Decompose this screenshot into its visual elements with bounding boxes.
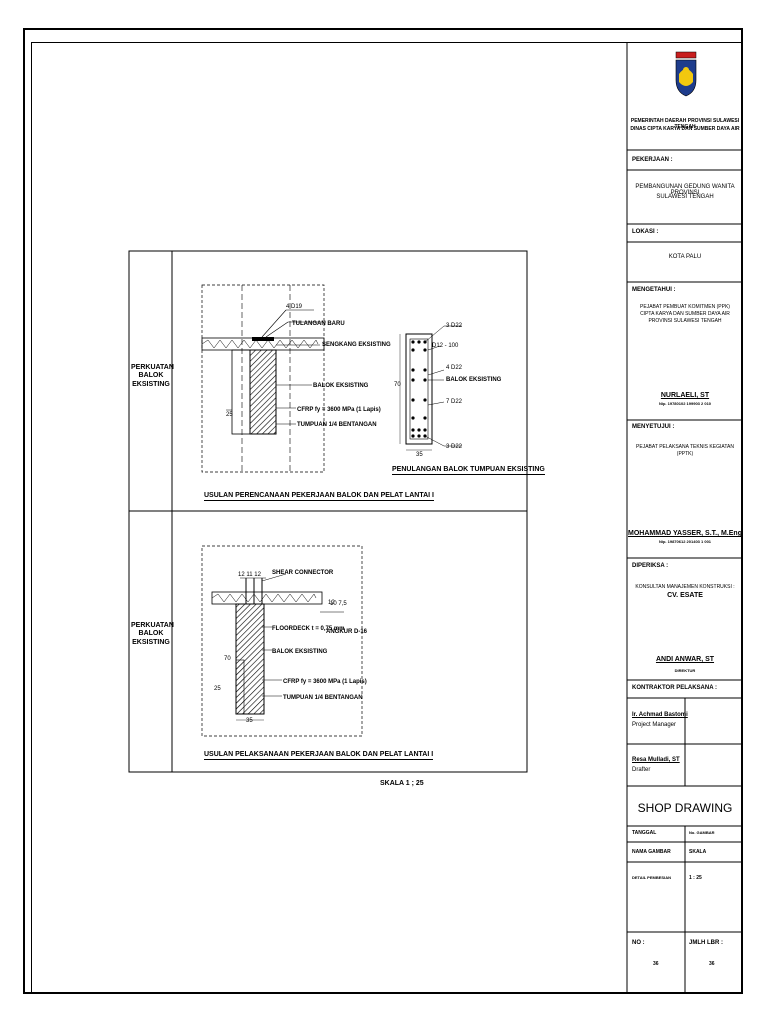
nama-gambar-value: DETAIL PEMBESIAN	[632, 875, 671, 880]
row1-side-label: PERKUATAN BALOK EKSISTING	[131, 364, 174, 389]
section-drawing	[399, 325, 462, 451]
d1-label-cfrp: CFRP fy = 3600 MPa (1 Lapis)	[297, 407, 381, 413]
sec-label-top: 3 D22	[446, 323, 463, 329]
lokasi-value: KOTA PALU	[668, 254, 702, 260]
d1-label-bars: 4 D19	[286, 304, 303, 310]
no-label: NO :	[632, 940, 645, 946]
sec-dim-35: 35	[416, 452, 423, 458]
diperiksa-line2: CV. ESATE	[667, 592, 703, 599]
org-line2: DINAS CIPTA KARYA DAN SUMBER DAYA AIR	[630, 126, 740, 132]
d2-dim-12: 12	[328, 600, 335, 606]
d1-label-newrebar: TULANGAN BARU	[292, 321, 345, 327]
mengetahui-label: MENGETAHUI :	[632, 287, 676, 293]
d2-dims-top: 12 11 12	[238, 572, 262, 578]
d2-dim-35: 35	[246, 718, 253, 724]
row2-side-label-line3: EKSISTING	[132, 638, 170, 646]
sec-label-stirrup: D12 - 100	[432, 343, 459, 349]
shop-drawing-title: SHOP DRAWING	[637, 801, 733, 815]
pekerjaan-label: PEKERJAAN :	[632, 157, 673, 163]
org-line1: PEMERINTAH DAERAH PROVINSI SULAWESI TENG…	[630, 118, 740, 130]
d2-label-shear: SHEAR CONNECTOR	[272, 570, 334, 576]
mengetahui-line3: PROVINSI SULAWESI TENGAH	[648, 318, 722, 324]
row1-side-label-line3: EKSISTING	[132, 380, 170, 388]
d1-dim-25: 25	[226, 412, 233, 418]
ppk-name: NURLAELI, ST	[660, 392, 710, 399]
scale-label: SKALA 1 ; 25	[380, 780, 424, 787]
ppk-nip: Nip. 19780102 199903 2 010	[658, 401, 712, 406]
d1-label-support: TUMPUAN 1/4 BENTANGAN	[297, 422, 377, 428]
d1-label-deck: SENGKANG EKSISTING	[322, 342, 391, 348]
d1-label-beam: BALOK EKSISTING	[313, 383, 369, 389]
menyetujui-label: MENYETUJUI :	[632, 424, 675, 430]
mk-name: ANDI ANWAR, ST	[655, 656, 715, 663]
tanggal-value: No. GAMBAR	[689, 830, 715, 835]
drafter-name: Resa Mulladi, ST	[632, 757, 680, 763]
pptk-nip: Nip. 19870612 201403 1 001	[658, 539, 712, 544]
province-logo-icon	[675, 51, 697, 97]
row2-side-label-line1: PERKUATAN	[131, 622, 174, 629]
diperiksa-line1: KONSULTAN MANAJEMEN KONSTRUKSI :	[635, 584, 735, 590]
sec-label-mid2: BALOK EKSISTING	[446, 377, 502, 383]
diperiksa-label: DIPERIKSA :	[632, 563, 669, 569]
drafter-role: Drafter	[632, 767, 651, 773]
pekerjaan-line1: PEMBANGUNAN GEDUNG WANITA PROVINSI	[635, 184, 735, 196]
mengetahui-line1: PEJABAT PEMBUAT KOMITMEN (PPK)	[640, 304, 730, 310]
pptk-name: MOHAMMAD YASSER, S.T., M.Eng	[628, 530, 742, 537]
d2-label-cfrp: CFRP fy = 3600 MPa (1 Lapis)	[283, 679, 367, 685]
sec-dim-70: 70	[394, 382, 401, 388]
mengetahui-line2: CIPTA KARYA DAN SUMBER DAYA AIR	[640, 311, 730, 317]
kontraktor-label: KONTRAKTOR PELAKSANA :	[632, 685, 717, 691]
menyetujui-line2: (PPTK)	[676, 451, 694, 457]
detail2-title: USULAN PELAKSANAAN PEKERJAAN BALOK DAN P…	[204, 751, 434, 760]
row1-side-label-line2: BALOK	[138, 372, 164, 380]
pm-role: Project Manager	[632, 722, 677, 728]
sheet-inner-border	[31, 42, 743, 994]
sec-label-mid1: 4 D22	[446, 365, 463, 371]
d2-label-angkur: ANGKUR D-16	[326, 629, 368, 635]
mk-role: DIREKTUR	[674, 668, 696, 673]
d2-dim-25: 25	[214, 686, 221, 692]
skala-value: 1 : 25	[689, 875, 702, 881]
tanggal-label: TANGGAL	[632, 830, 657, 836]
d2-dim-70: 70	[224, 656, 231, 662]
d2-label-support: TUMPUAN 1/4 BENTANGAN	[283, 695, 363, 701]
skala-label: SKALA	[689, 849, 707, 855]
menyetujui-line1: PEJABAT PELAKSANA TEKNIS KEGIATAN	[636, 444, 734, 450]
pekerjaan-line2: SULAWESI TENGAH	[656, 194, 714, 200]
jml-label: JMLH LBR :	[689, 940, 723, 946]
d2-label-floordeck: FLOORDECK t = 0,75 mm	[272, 626, 345, 632]
pm-name: Ir. Achmad Bastomi	[632, 712, 688, 718]
row2-side-label-line2: BALOK	[138, 630, 164, 638]
no-value: 36	[653, 961, 659, 967]
lokasi-label: LOKASI :	[632, 229, 659, 235]
jml-value: 36	[709, 961, 715, 967]
detail-2-drawing	[201, 545, 363, 737]
section-title: PENULANGAN BALOK TUMPUAN EKSISTING	[392, 466, 545, 475]
sec-label-bottom: 3 D22	[446, 444, 463, 450]
nama-gambar-label: NAMA GAMBAR	[632, 849, 671, 855]
d2-label-beam: BALOK EKSISTING	[272, 649, 328, 655]
detail-1-drawing	[201, 284, 326, 473]
row2-side-label: PERKUATAN BALOK EKSISTING	[131, 622, 174, 647]
d2-dim-10: 10 7,5	[330, 601, 347, 607]
sec-label-mid3: 7 D22	[446, 399, 463, 405]
detail1-title: USULAN PERENCANAAN PEKERJAAN BALOK DAN P…	[204, 492, 434, 501]
row1-side-label-line1: PERKUATAN	[131, 364, 174, 371]
